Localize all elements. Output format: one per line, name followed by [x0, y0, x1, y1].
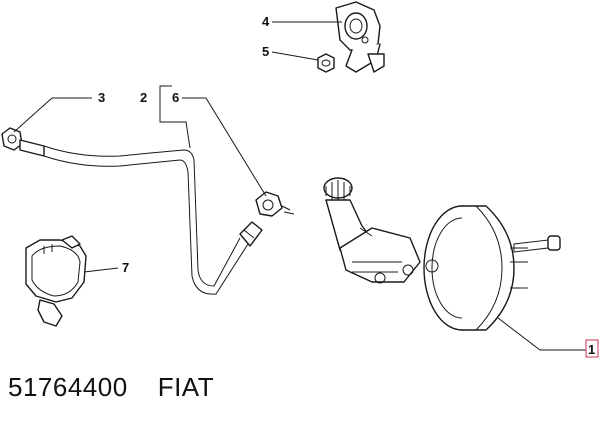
- callout-4: 4: [262, 14, 270, 29]
- callout-6: 6: [172, 90, 179, 105]
- callout-1: 1: [588, 342, 595, 357]
- callout-1-highlight-box: [585, 339, 599, 358]
- part-5-nut[interactable]: [317, 53, 335, 73]
- brand-name: FIAT: [157, 372, 215, 402]
- callout-2: 2: [140, 90, 147, 105]
- leader-lines: [13, 21, 586, 351]
- callouts: 4 5 3 2 6 7 1: [98, 14, 599, 358]
- callout-7: 7: [122, 260, 129, 275]
- part-caption: 51764400 FIAT: [8, 372, 214, 403]
- part-number: 51764400: [8, 372, 128, 402]
- part-1-brake-booster[interactable]: [323, 177, 561, 331]
- part-7-clamp[interactable]: [25, 235, 87, 327]
- callout-3: 3: [98, 90, 105, 105]
- callout-5: 5: [262, 44, 269, 59]
- part-3-hose-fitting[interactable]: [1, 127, 23, 151]
- part-6-check-valve[interactable]: [255, 191, 295, 217]
- part-4-bracket[interactable]: [335, 1, 385, 73]
- part-2-vacuum-hose[interactable]: [1, 127, 263, 295]
